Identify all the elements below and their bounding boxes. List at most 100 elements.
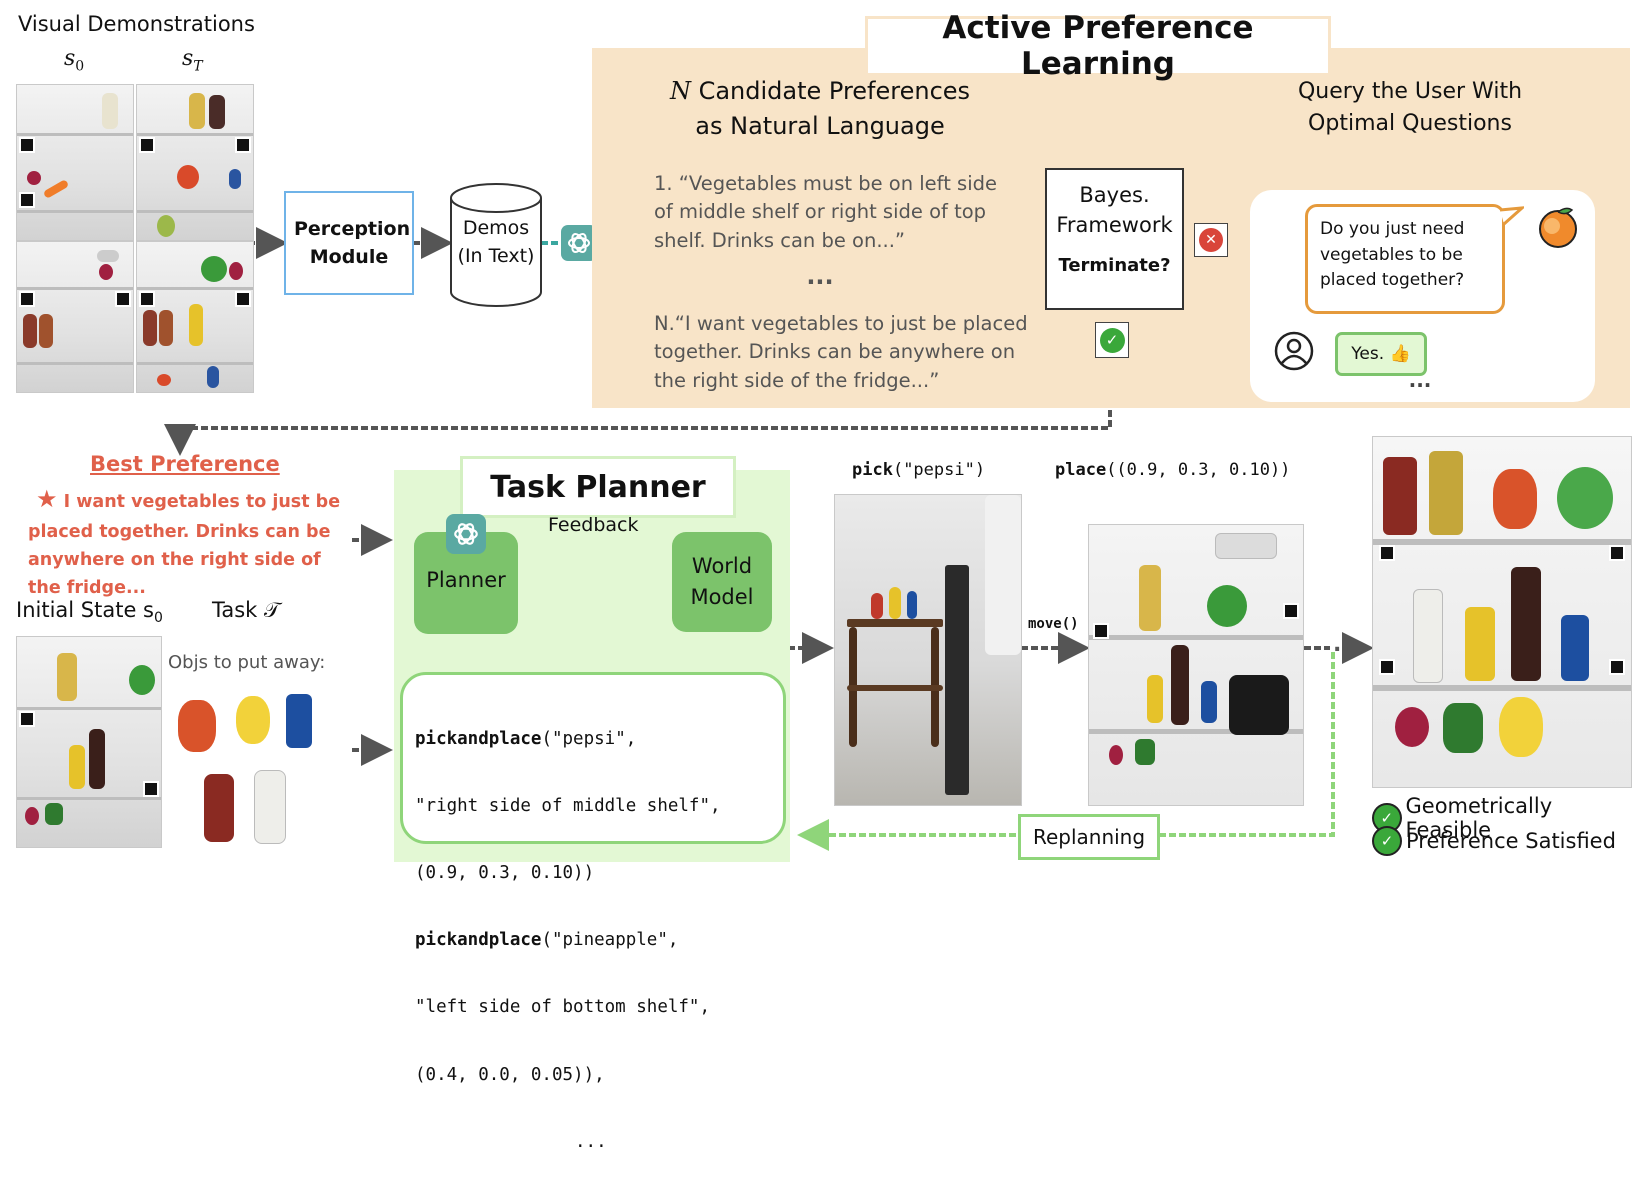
replanning-label: Replanning (1032, 825, 1146, 849)
s0-subscript: 0 (75, 58, 85, 75)
initial-state-label: Initial State s0 (16, 598, 163, 626)
result-feasible: ✓ Geometrically Feasible (1372, 794, 1640, 842)
pick-call: pick("pepsi") (852, 460, 985, 480)
bayes-framework-label: Bayes. Framework (1056, 183, 1173, 238)
code-args: "left side of bottom shelf", (415, 997, 711, 1018)
sT-subscript: T (193, 58, 203, 75)
demo-photo-1-sT (136, 84, 254, 241)
question-bubble: Do you just need vegetables to be placed… (1305, 204, 1505, 314)
answer-text: Yes. 👍 (1351, 344, 1411, 364)
accept-icon: ✓ (1095, 322, 1129, 358)
user-icon (1274, 331, 1314, 371)
peach-icon (1539, 207, 1577, 248)
task-planner-title-box: Task Planner (460, 456, 736, 518)
bayes-framework-box: Bayes. Framework Terminate? (1045, 168, 1184, 310)
code-line: ... (415, 1131, 783, 1153)
best-preference-title: Best Preference (90, 452, 280, 476)
plan-code: pickandplace("pepsi", "right side of mid… (415, 683, 783, 1198)
code-args: (0.4, 0.0, 0.05)), (415, 1064, 605, 1085)
terminate-label: Terminate? (1058, 254, 1171, 276)
world-model-box: World Model (672, 532, 772, 632)
place-photo (1088, 524, 1304, 806)
code-line: (0.4, 0.0, 0.05)), (415, 1064, 783, 1086)
place-args: ((0.9, 0.3, 0.10)) (1106, 460, 1291, 480)
reject-icon: ✕ (1194, 223, 1228, 257)
planner-label: Planner (426, 568, 506, 592)
answer-bubble: Yes. 👍 (1335, 332, 1427, 376)
feasible-label: Geometrically Feasible (1405, 794, 1553, 842)
pick-fn: pick (852, 460, 893, 480)
code-args: ("pineapple", (541, 930, 679, 951)
pepper-icon (178, 700, 216, 752)
code-fn: pickandplace (415, 930, 542, 951)
planner-box: Planner (414, 514, 518, 634)
world-model-label: World Model (690, 553, 754, 610)
task-planner-title: Task Planner (490, 469, 706, 505)
pepsi-can-icon (286, 694, 312, 748)
accept-icon-glyph: ✓ (1099, 327, 1125, 353)
place-fn: place (1055, 460, 1107, 480)
demo-photo-1-s0 (16, 84, 134, 241)
star-icon: ★ (36, 485, 58, 513)
code-args: ... (575, 1131, 607, 1152)
code-line: pickandplace("pineapple", (415, 929, 783, 951)
candidates-heading: N Candidate Preferences as Natural Langu… (660, 74, 980, 144)
planner-gpt-icon (446, 514, 486, 554)
satisfied-label: Preference Satisfied (1406, 829, 1616, 853)
preference-candidate-1: 1. “Vegetables must be on left side of m… (654, 172, 998, 252)
initial-state-subscript: 0 (154, 610, 163, 627)
code-args: ("pepsi", (541, 728, 637, 749)
reject-icon-glyph: ✕ (1199, 228, 1223, 252)
question-bubble-tail (1500, 206, 1524, 226)
sT-letter: s (182, 46, 194, 71)
replanning-box: Replanning (1018, 814, 1160, 860)
code-line: (0.9, 0.3, 0.10)) (415, 862, 783, 884)
mayo-icon (254, 770, 286, 844)
demos-text-label: Demos (In Text) (457, 217, 535, 267)
code-args: (0.9, 0.3, 0.10)) (415, 863, 595, 884)
gpt-icon (561, 225, 597, 261)
apl-title-box: Active Preference Learning (865, 10, 1331, 82)
s0-letter: s (64, 46, 76, 71)
ketchup-icon (204, 774, 234, 842)
objects-to-put-away (170, 688, 330, 848)
perception-module-label: Perception Module (294, 217, 411, 269)
result-photo (1372, 436, 1632, 788)
code-fn: pickandplace (415, 728, 542, 749)
candidates-n: N (669, 77, 691, 105)
pick-args: ("pepsi") (892, 460, 986, 480)
dialog-more-ellipsis: ... (1408, 368, 1432, 392)
feedback-label: Feedback (548, 514, 639, 536)
code-line: "right side of middle shelf", (415, 795, 783, 817)
apl-title: Active Preference Learning (942, 10, 1254, 82)
place-call: place((0.9, 0.3, 0.10)) (1055, 460, 1290, 480)
candidates-ellipsis: ... (806, 262, 834, 290)
demos-title: Visual Demonstrations (18, 12, 255, 36)
best-preference-body: I want vegetables to just be placed toge… (28, 492, 341, 599)
demo-photo-2-sT (136, 241, 254, 393)
s0-label: s0 (64, 46, 84, 74)
demos-database-icon (450, 183, 542, 307)
task-label: Task 𝒯 (212, 598, 281, 622)
pineapple-icon (236, 696, 270, 744)
pick-photo (834, 494, 1022, 806)
question-text: Do you just need vegetables to be placed… (1320, 219, 1465, 290)
perception-module: Perception Module (284, 191, 414, 295)
objs-label: Objs to put away: (168, 652, 326, 673)
check-icon: ✓ (1372, 826, 1402, 856)
initial-state-text: Initial State s (16, 598, 154, 622)
initial-state-photo (16, 636, 162, 848)
execution-dots: ... (1333, 632, 1359, 657)
result-satisfied: ✓ Preference Satisfied (1372, 826, 1616, 856)
query-heading: Query the User With Optimal Questions (1297, 79, 1523, 136)
candidates-heading-text: Candidate Preferences as Natural Languag… (695, 77, 971, 140)
demo-photo-2-s0 (16, 241, 134, 393)
best-preference-text: ★ I want vegetables to just be placed to… (28, 480, 343, 602)
code-args: "right side of middle shelf", (415, 795, 721, 816)
sT-label: sT (182, 46, 203, 74)
code-line: pickandplace("pepsi", (415, 728, 783, 750)
code-line: "left side of bottom shelf", (415, 996, 783, 1018)
preference-candidate-n: N.“I want vegetables to just be placed t… (654, 312, 1028, 392)
move-label: move() (1028, 616, 1079, 632)
plan-code-box: pickandplace("pepsi", "right side of mid… (400, 672, 786, 1152)
